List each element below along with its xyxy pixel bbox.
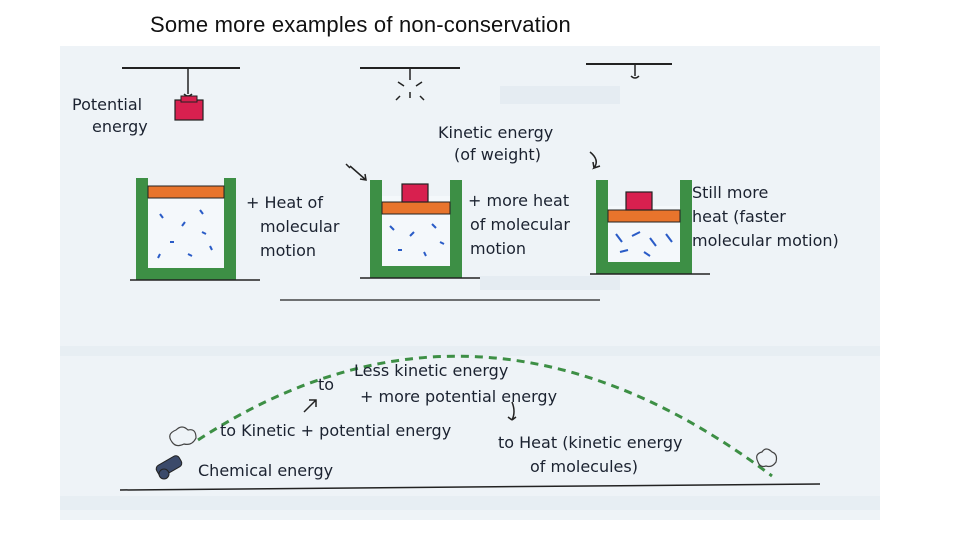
ground-line	[119, 483, 821, 491]
broken-string-icon	[395, 68, 425, 101]
arrow-curve-icon	[589, 151, 601, 170]
arrow-up-icon	[303, 399, 517, 421]
label-moreheat-1: + more heat	[468, 191, 569, 210]
label-heat-2: molecular	[260, 217, 340, 236]
slide-title: Some more examples of non-conservation	[150, 12, 571, 37]
background-texture	[60, 46, 880, 520]
label-to-2: to Kinetic + potential energy	[220, 421, 451, 440]
label-less-1: Less kinetic energy	[354, 361, 508, 380]
trajectory-curve	[197, 354, 773, 478]
label-potential-2: energy	[92, 117, 148, 136]
molecules-1	[157, 209, 213, 259]
hook-icon	[630, 64, 640, 79]
label-moreheat-3: motion	[470, 239, 526, 258]
label-kinetic-1: Kinetic energy	[438, 123, 553, 142]
impact-icon	[756, 448, 778, 468]
hanging-weight	[174, 68, 204, 121]
diagram-canvas: Potential energy Kinetic energy (of weig…	[60, 46, 880, 520]
cannon-icon	[155, 455, 183, 480]
smoke-icon	[169, 426, 197, 447]
label-heat-3: motion	[260, 241, 316, 260]
container-2	[360, 180, 480, 279]
label-heat-1: + Heat of	[246, 193, 323, 212]
container-1	[130, 178, 260, 281]
molecules-2	[389, 223, 445, 257]
arrow-down-icon	[345, 163, 367, 181]
label-less-2: + more potential energy	[360, 387, 557, 406]
label-to-heat-2: of molecules)	[530, 457, 638, 476]
label-moreheat-2: of molecular	[470, 215, 570, 234]
label-kinetic-2: (of weight)	[454, 145, 541, 164]
label-potential-1: Potential	[72, 95, 142, 114]
label-still-1: Still more	[692, 183, 768, 202]
energy-diagram: Potential energy Kinetic energy (of weig…	[60, 46, 880, 520]
label-to-heat-1: to Heat (kinetic energy	[498, 433, 682, 452]
label-chemical: Chemical energy	[198, 461, 333, 480]
label-still-3: molecular motion)	[692, 231, 839, 250]
label-to-1: to	[318, 375, 334, 394]
label-still-2: heat (faster	[692, 207, 786, 226]
molecules-3	[615, 231, 673, 257]
